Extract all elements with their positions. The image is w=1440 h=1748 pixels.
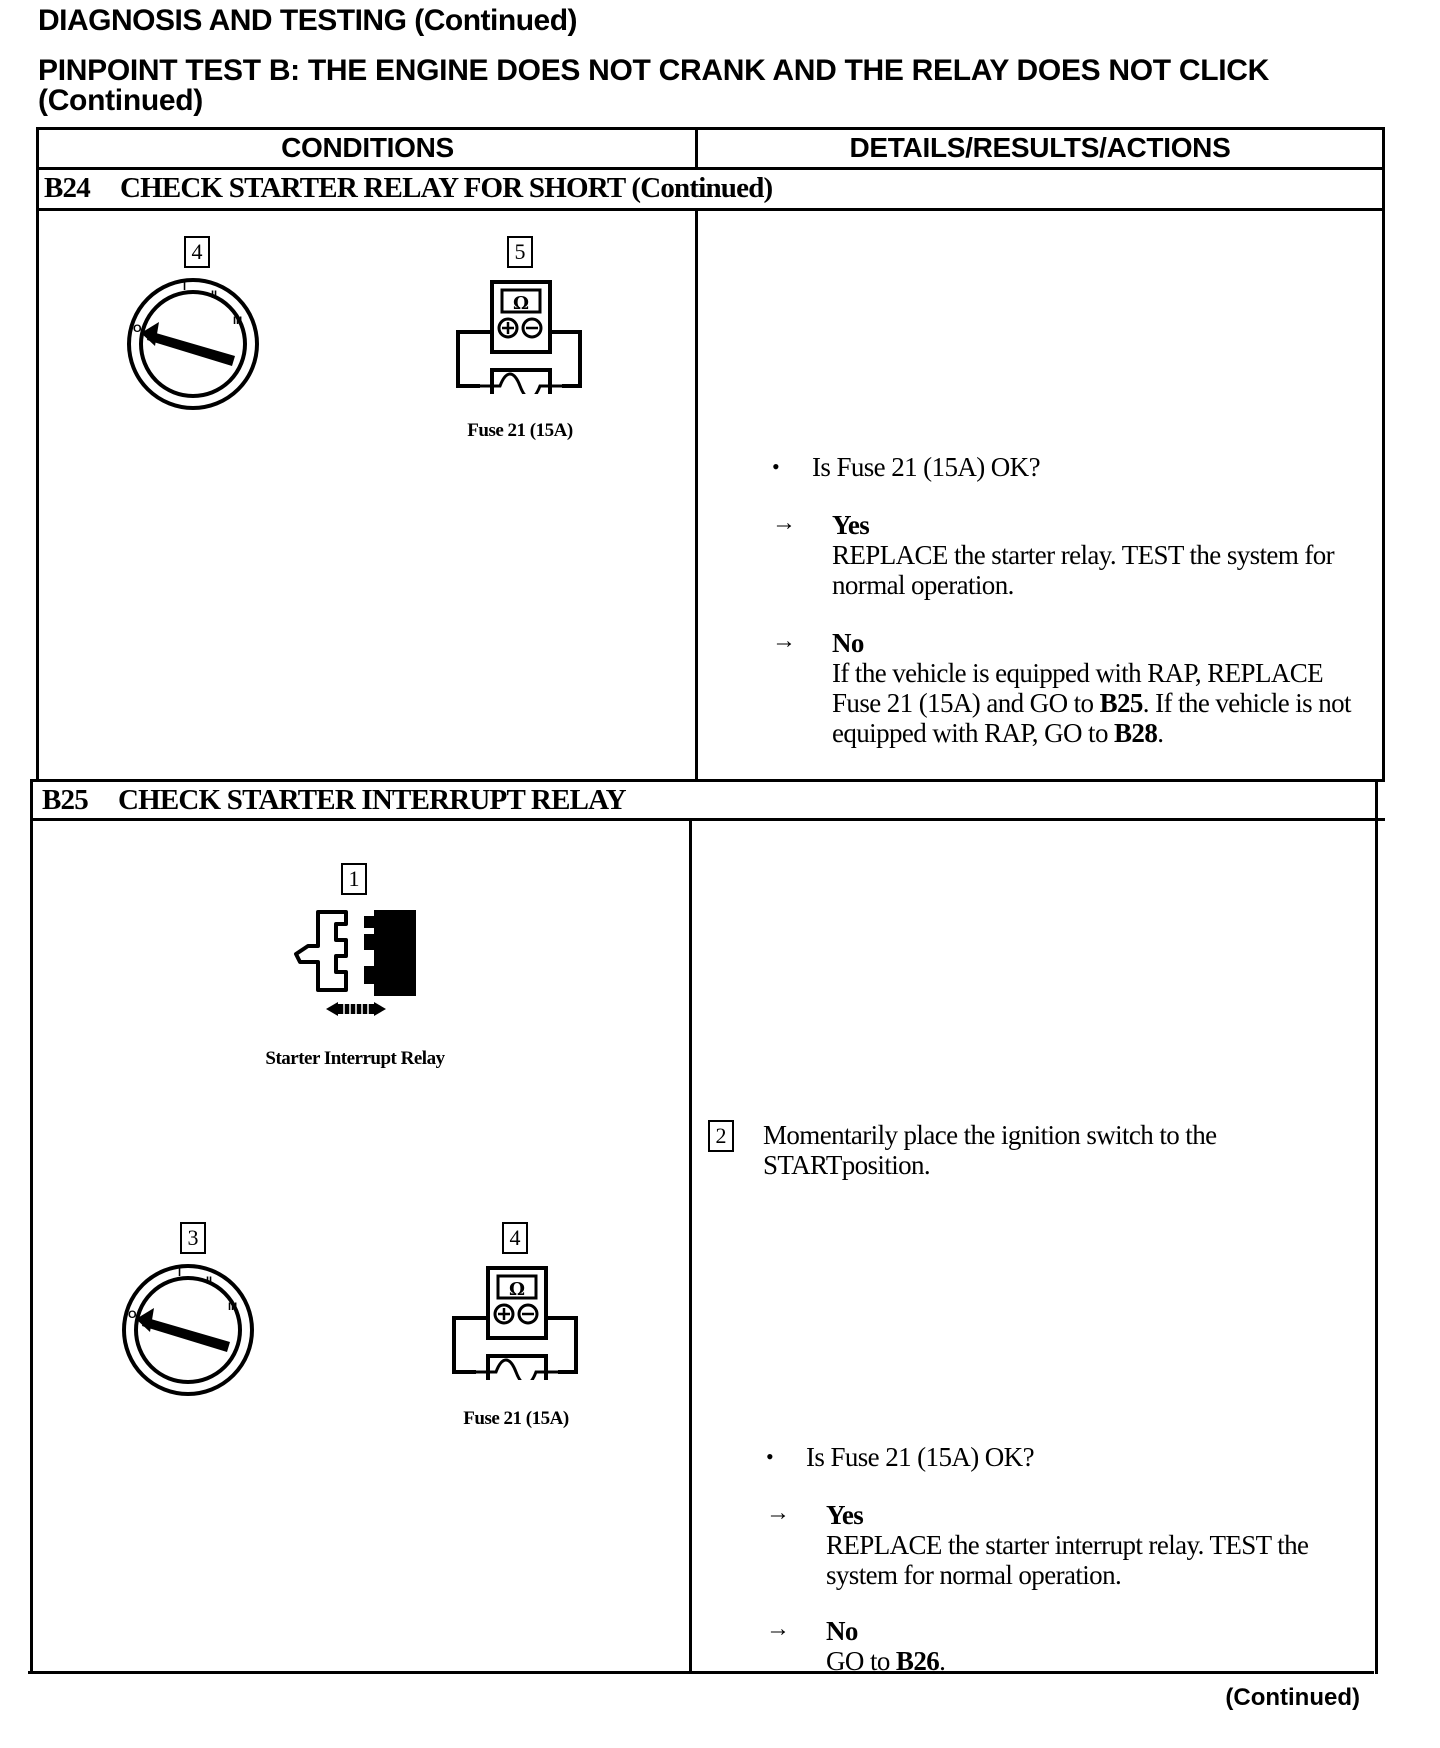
dial-letter-i: I <box>183 281 186 293</box>
b25-yes-label: Yes <box>826 1500 864 1530</box>
dial-letter-iii: III <box>233 315 242 327</box>
table-border-bottom <box>28 1671 1374 1674</box>
b24-no-ref-b25[interactable]: B25 <box>1099 688 1144 718</box>
b25-step-number-ignition: 3 <box>180 1222 206 1254</box>
b25-step-number-relay: 1 <box>341 863 367 895</box>
pinpoint-test-title-line1: PINPOINT TEST B: THE ENGINE DOES NOT CRA… <box>38 54 1270 87</box>
b24-no-label: No <box>832 628 864 658</box>
table-b24-bottom <box>32 779 1385 782</box>
table-border-left-lower <box>30 779 33 1674</box>
b24-step-number-meter: 5 <box>507 236 533 268</box>
b25-no-text-1: GO to <box>826 1646 896 1676</box>
b24-fuse-caption: Fuse 21 (15A) <box>467 420 573 441</box>
table-border-top <box>36 127 1385 130</box>
b25-no-ref-b26[interactable]: B26 <box>895 1646 940 1676</box>
b24-yes-text: REPLACE the starter relay. TEST the syst… <box>832 540 1335 600</box>
table-border-right-lower <box>1375 779 1378 1674</box>
b25-no-label: No <box>826 1616 858 1646</box>
b25-question: Is Fuse 21 (15A) OK? <box>806 1442 1035 1472</box>
ohmmeter-fuse-icon: Ω <box>456 280 582 394</box>
b24-no-ref-b28[interactable]: B28 <box>1114 718 1158 748</box>
b25-yes-arrow: → <box>766 1500 790 1526</box>
column-divider-b24 <box>695 208 698 781</box>
ohmmeter-fuse-icon-b25: Ω <box>452 1266 578 1380</box>
dial-letter-ii-b25: II <box>206 1275 212 1287</box>
b25-no-text: GO to B26. <box>826 1646 1366 1676</box>
page-title: DIAGNOSIS AND TESTING (Continued) <box>38 4 578 37</box>
table-border-right-upper <box>1382 127 1385 782</box>
ignition-switch-icon-b25: O I II III <box>122 1264 254 1396</box>
b24-question-bullet: • <box>772 454 780 479</box>
b24-no-text-3: . <box>1157 718 1164 748</box>
b24-yes-label: Yes <box>832 510 870 540</box>
b25-yes-text: REPLACE the starter interrupt relay. TES… <box>826 1530 1309 1590</box>
step-b25-title: B25 CHECK STARTER INTERRUPT RELAY <box>42 784 627 817</box>
column-heading-conditions: CONDITIONS <box>281 132 454 163</box>
dial-letter-o: O <box>133 323 142 335</box>
b25-step-number-meter: 4 <box>502 1222 528 1254</box>
dial-letter-o-b25: O <box>128 1309 137 1321</box>
b24-step-number-ignition: 4 <box>184 236 210 268</box>
dial-letter-i-b25: I <box>178 1267 181 1279</box>
b25-fuse-caption: Fuse 21 (15A) <box>463 1408 569 1429</box>
step-b25-code: B25 <box>42 784 89 816</box>
table-b24-title-bottom <box>36 208 1385 211</box>
column-heading-details: DETAILS/RESULTS/ACTIONS <box>849 132 1231 163</box>
b25-question-bullet: • <box>766 1444 774 1469</box>
b24-no-text-1: If the vehicle is equipped with RAP, REP… <box>832 658 1324 718</box>
step-b25-title-text: CHECK STARTER INTERRUPT RELAY <box>117 784 627 816</box>
b24-no-text: If the vehicle is equipped with RAP, REP… <box>832 658 1372 748</box>
b25-no-arrow: → <box>766 1616 790 1642</box>
step-b24-title-text: CHECK STARTER RELAY FOR SHORT (Continued… <box>119 172 773 204</box>
column-divider-b25 <box>689 818 692 1673</box>
b24-yes-arrow: → <box>772 510 796 536</box>
ohm-symbol: Ω <box>513 293 529 314</box>
b25-step-action-text: Momentarily place the ignition switch to… <box>763 1120 1217 1180</box>
dial-letter-ii: II <box>211 289 217 301</box>
column-divider-header <box>695 127 698 169</box>
ohm-symbol-b25: Ω <box>509 1279 525 1300</box>
b24-no-text-2: . If the vehicle is not equipped with RA… <box>832 688 1352 748</box>
pinpoint-test-title-line2: (Continued) <box>38 84 203 117</box>
b24-question: Is Fuse 21 (15A) OK? <box>812 452 1041 482</box>
table-border-left-upper <box>36 127 39 782</box>
pinpoint-test-title: PINPOINT TEST B: THE ENGINE DOES NOT CRA… <box>38 56 1338 116</box>
b25-no-text-2: . <box>939 1646 946 1676</box>
table-b25-title-bottom <box>32 818 1385 821</box>
ignition-switch-icon: O I II III <box>127 278 259 410</box>
step-b24-code: B24 <box>44 172 91 204</box>
table-header-bottom <box>36 167 1385 170</box>
relay-disconnect-icon <box>294 910 416 1016</box>
step-b24-title: B24 CHECK STARTER RELAY FOR SHORT (Contin… <box>44 172 773 205</box>
dial-letter-iii-b25: III <box>228 1301 237 1313</box>
continued-footer: (Continued) <box>1225 1684 1360 1711</box>
b25-step-number-action: 2 <box>708 1120 734 1152</box>
b25-relay-caption: Starter Interrupt Relay <box>265 1048 445 1069</box>
b24-no-arrow: → <box>772 628 796 654</box>
